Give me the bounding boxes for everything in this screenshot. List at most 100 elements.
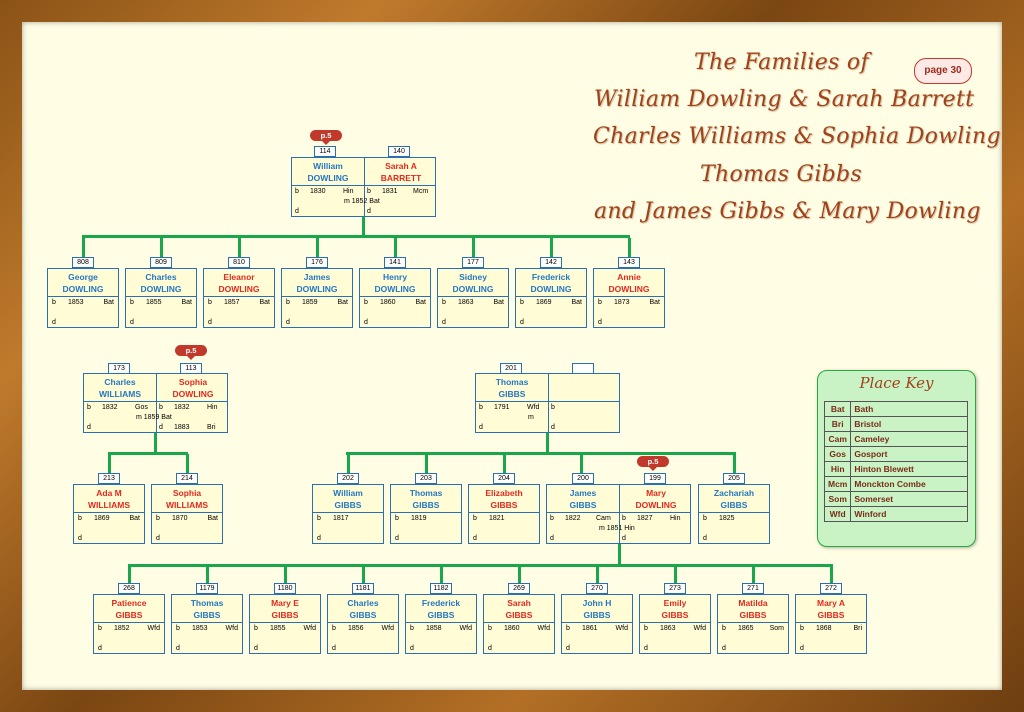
person-id: 177 <box>462 257 484 268</box>
person-id: 268 <box>118 583 140 594</box>
connector-line <box>347 454 350 474</box>
born-label: b <box>551 404 555 411</box>
birth-place: Hin <box>207 404 218 411</box>
page-ref-badge[interactable]: p.5 <box>310 130 342 145</box>
birth-year: 1868 <box>816 625 832 632</box>
person-id: 269 <box>508 583 530 594</box>
surname: DOWLING <box>172 389 214 399</box>
died-label: d <box>156 535 160 542</box>
birth-place: Wfd <box>303 625 316 632</box>
died-label: d <box>295 208 299 215</box>
died-label: d <box>800 645 804 652</box>
surname: DOWLING <box>374 284 416 294</box>
connector-line <box>425 454 428 474</box>
person-id: 808 <box>72 257 94 268</box>
place-name: Cameley <box>850 431 969 447</box>
surname: GIBBS <box>498 389 526 399</box>
connector-line <box>580 452 583 474</box>
person-id: 810 <box>228 257 250 268</box>
birth-place: Wfd <box>381 625 394 632</box>
birth-year: 1856 <box>348 625 364 632</box>
connector-line <box>160 238 163 258</box>
connector-line <box>503 454 506 474</box>
died-label: d <box>367 208 371 215</box>
born-label: b <box>622 515 626 522</box>
person-id: 114 <box>314 146 336 157</box>
birth-year: 1855 <box>270 625 286 632</box>
surname: DOWLING <box>608 284 650 294</box>
page-ref-badge[interactable]: p.5 <box>175 345 207 360</box>
born-label: b <box>473 515 477 522</box>
born-label: b <box>286 299 290 306</box>
person-id: 199 <box>644 473 666 484</box>
first-name: Thomas <box>409 488 443 498</box>
died-label: d <box>98 645 102 652</box>
birth-year: 1821 <box>489 515 505 522</box>
died-label: d <box>254 645 258 652</box>
person-id: 1179 <box>196 583 218 594</box>
connector-line <box>618 544 621 566</box>
birth-year: 1865 <box>738 625 754 632</box>
died-label: d <box>176 645 180 652</box>
first-name: Patience <box>111 598 147 608</box>
birth-place: Bat <box>571 299 582 306</box>
born-label: b <box>254 625 258 632</box>
died-label: d <box>286 319 290 326</box>
surname: DOWLING <box>307 173 349 183</box>
first-name: Frederick <box>421 598 461 608</box>
person-id: 141 <box>384 257 406 268</box>
surname: DOWLING <box>62 284 104 294</box>
died-label: d <box>644 645 648 652</box>
connector-line <box>346 452 736 455</box>
birth-year: 1863 <box>660 625 676 632</box>
born-label: b <box>703 515 707 522</box>
connector-line <box>440 564 443 584</box>
person-id: 202 <box>337 473 359 484</box>
connector-line <box>108 454 111 474</box>
page-ref-badge[interactable]: p.5 <box>637 456 669 471</box>
connector-line <box>284 564 287 584</box>
connector-line <box>546 433 549 454</box>
marriage-info: m <box>528 414 534 421</box>
birth-place: Bat <box>129 515 140 522</box>
birth-place: Wfd <box>615 625 628 632</box>
connector-line <box>186 454 189 474</box>
born-label: b <box>442 299 446 306</box>
birth-year: 1860 <box>504 625 520 632</box>
first-name: Emily <box>663 598 687 608</box>
